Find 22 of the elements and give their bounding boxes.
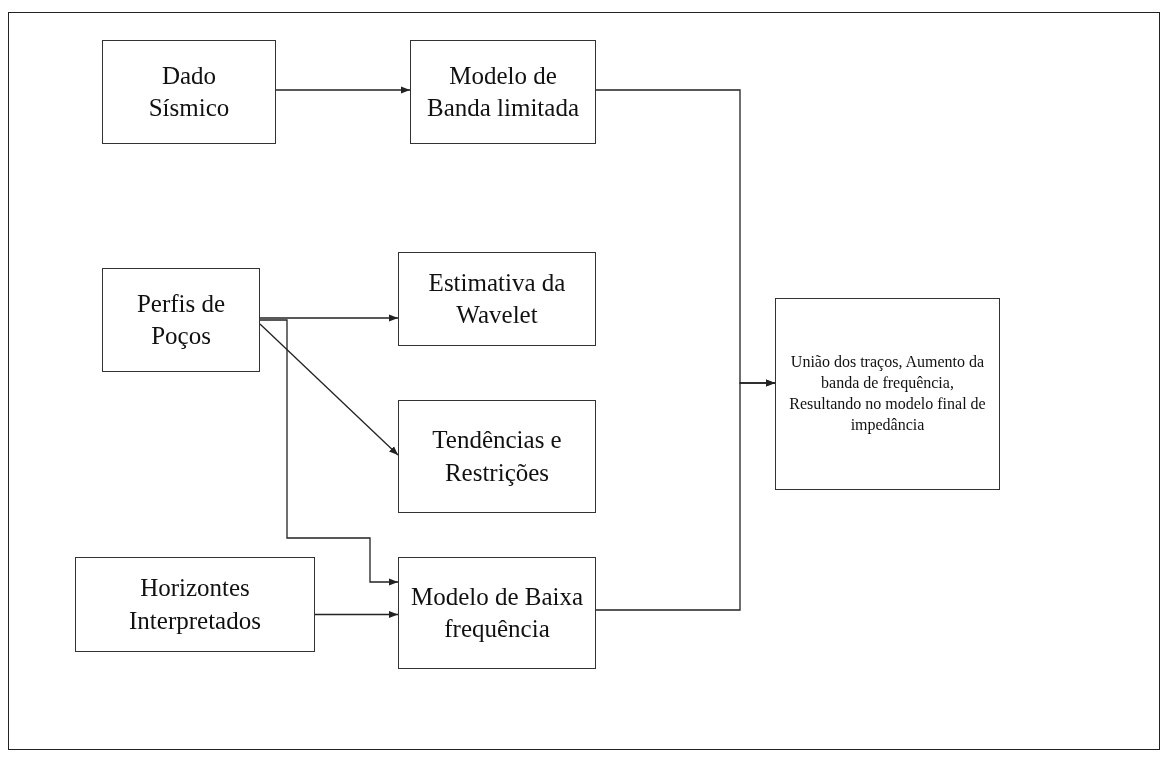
arrow xyxy=(314,610,399,619)
process-box xyxy=(102,268,260,372)
arrow xyxy=(275,86,411,94)
box-label: Tendências e Restrições xyxy=(431,425,563,488)
arrow xyxy=(595,379,776,611)
arrow xyxy=(259,323,399,456)
process-box xyxy=(75,557,315,652)
process-box xyxy=(410,40,596,144)
process-box xyxy=(398,400,596,513)
box-label: Dado Sísmico xyxy=(147,60,231,123)
box-label: Horizontes Interpretados xyxy=(128,573,262,636)
box-label: Modelo de Baixa frequência xyxy=(409,581,585,644)
arrow xyxy=(259,314,399,322)
box-label: Perfis de Poços xyxy=(135,288,227,351)
box-label: Modelo de Banda limitada xyxy=(425,60,580,123)
box-label: União dos traços, Aumento da banda de frequência, Resultando no modelo final de impedância xyxy=(788,352,987,436)
process-box xyxy=(398,252,596,346)
arrow xyxy=(259,319,399,586)
process-box xyxy=(398,557,596,669)
process-box xyxy=(775,298,1000,490)
process-box xyxy=(102,40,276,144)
box-label: Estimativa da Wavelet xyxy=(427,267,567,330)
